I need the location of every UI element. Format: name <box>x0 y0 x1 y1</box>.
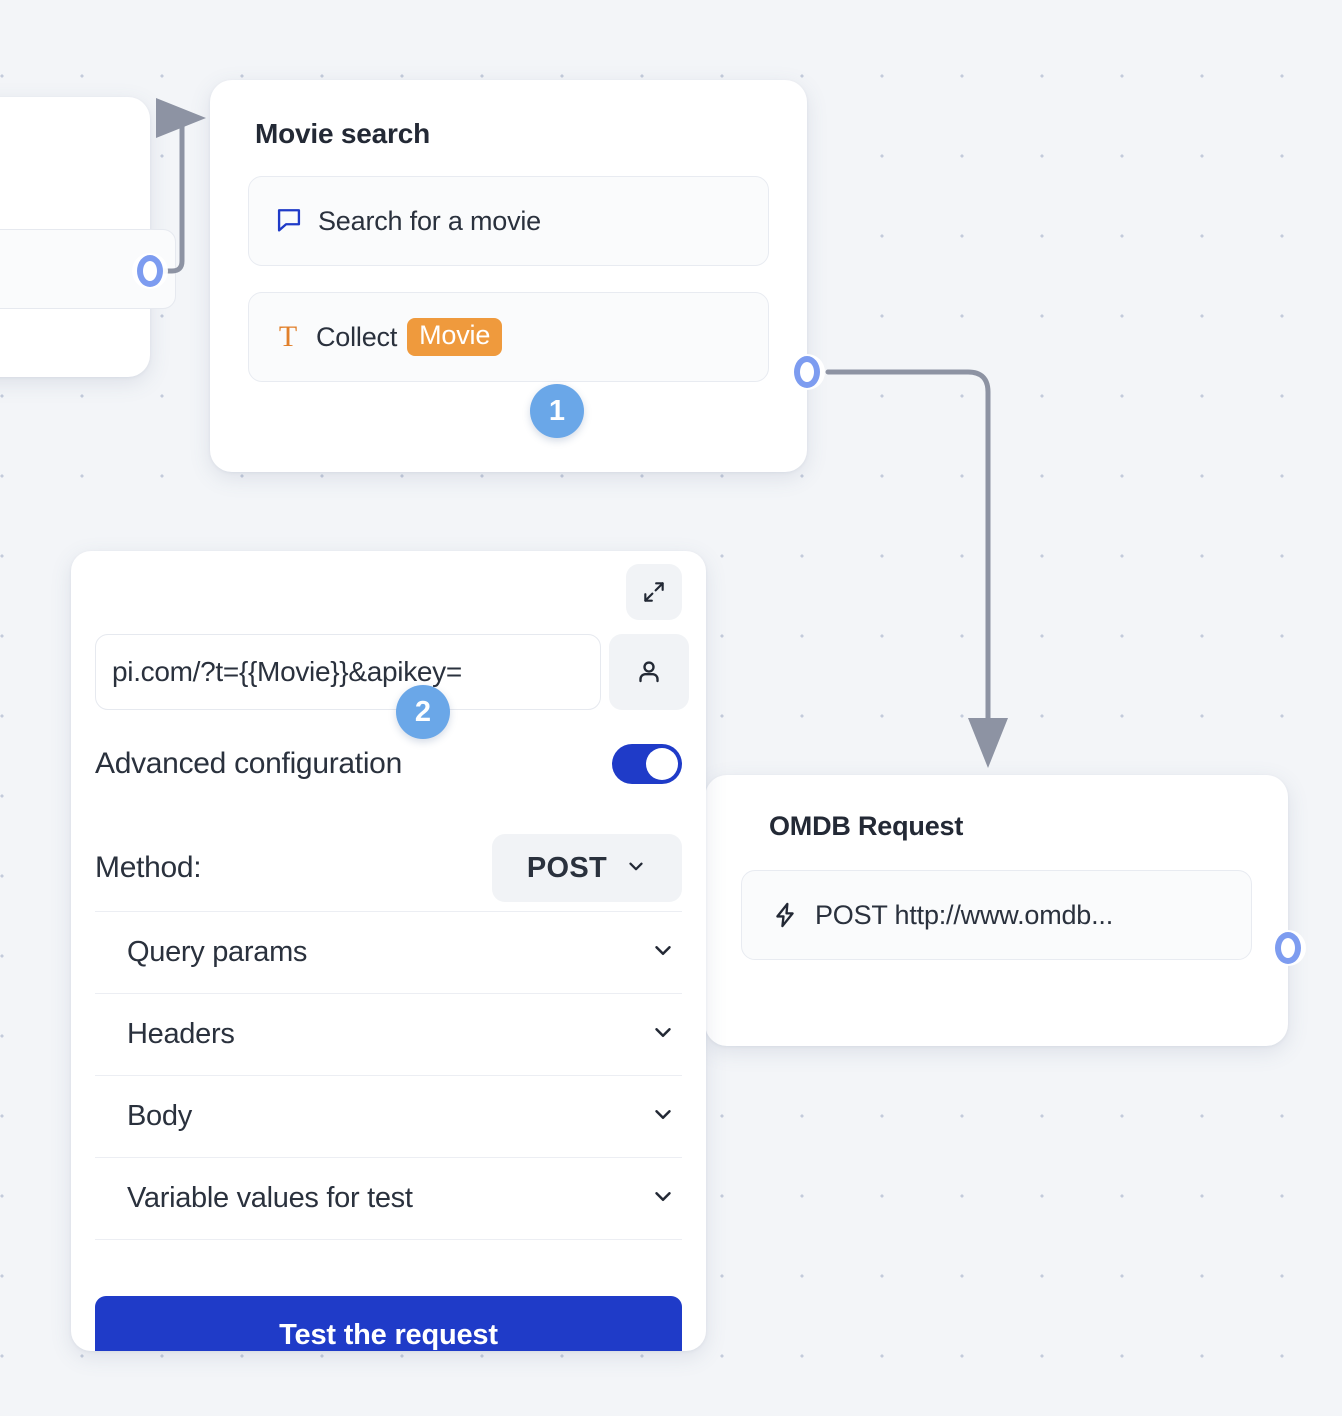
speech-bubble-icon <box>275 205 303 238</box>
step-badge-1: 1 <box>530 384 584 438</box>
method-select[interactable]: POST <box>492 834 682 902</box>
connector-port-left[interactable] <box>137 258 163 284</box>
lightning-bolt-icon <box>770 901 800 929</box>
omdb-request-row[interactable]: POST http://www.omdb... <box>741 870 1252 960</box>
chevron-down-icon[interactable] <box>650 1101 676 1132</box>
movie-search-row-search[interactable]: Search for a movie <box>248 176 769 266</box>
method-row: Method: POST <box>95 834 682 902</box>
advanced-configuration-label: Advanced configuration <box>95 747 402 780</box>
advanced-configuration-toggle[interactable] <box>612 744 682 784</box>
url-row <box>95 634 689 710</box>
advanced-configuration-row: Advanced configuration <box>95 744 682 784</box>
method-label: Method: <box>95 851 202 884</box>
partial-node-card[interactable] <box>0 97 176 377</box>
test-request-button[interactable]: Test the request <box>95 1296 682 1351</box>
variable-chip-movie[interactable]: Movie <box>407 318 503 356</box>
movie-search-row-search-label: Search for a movie <box>318 205 541 236</box>
section-variable-values-label: Variable values for test <box>127 1182 413 1214</box>
chevron-down-icon[interactable] <box>650 1019 676 1050</box>
chevron-down-icon[interactable] <box>650 1183 676 1214</box>
section-headers[interactable]: Headers <box>95 993 682 1075</box>
url-input[interactable] <box>95 634 601 710</box>
movie-search-row-collect[interactable]: T Collect Movie <box>248 292 769 382</box>
edge-movie-search-to-omdb <box>825 369 1008 768</box>
config-sections: Query params Headers Body Variable value… <box>95 911 682 1240</box>
section-query-params[interactable]: Query params <box>95 911 682 993</box>
connector-port-movie-search[interactable] <box>794 359 820 385</box>
omdb-request-row-label: POST http://www.omdb... <box>815 899 1114 930</box>
expand-diagonal-icon[interactable] <box>626 564 682 620</box>
section-headers-label: Headers <box>127 1018 235 1050</box>
section-divider <box>95 1239 682 1240</box>
connector-port-omdb[interactable] <box>1275 935 1301 961</box>
text-format-icon: T <box>278 320 298 353</box>
movie-search-row-collect-label: Collect <box>316 321 398 352</box>
request-config-panel: Advanced configuration Method: POST Quer… <box>71 551 706 1351</box>
section-variable-values[interactable]: Variable values for test <box>95 1157 682 1239</box>
section-body-label: Body <box>127 1100 192 1132</box>
person-icon[interactable] <box>609 634 689 710</box>
step-badge-2: 2 <box>396 685 450 739</box>
chevron-down-icon <box>625 852 647 885</box>
method-select-value: POST <box>526 851 608 884</box>
omdb-card-title: OMDB Request <box>769 811 964 841</box>
page-title: Movie search <box>255 118 431 149</box>
section-query-params-label: Query params <box>127 936 308 968</box>
section-body[interactable]: Body <box>95 1075 682 1157</box>
omdb-request-node[interactable]: OMDB Request POST http://www.omdb... <box>705 775 1288 1046</box>
chevron-down-icon[interactable] <box>650 937 676 968</box>
movie-search-node[interactable]: Movie search Search for a movie T Collec… <box>210 80 807 472</box>
